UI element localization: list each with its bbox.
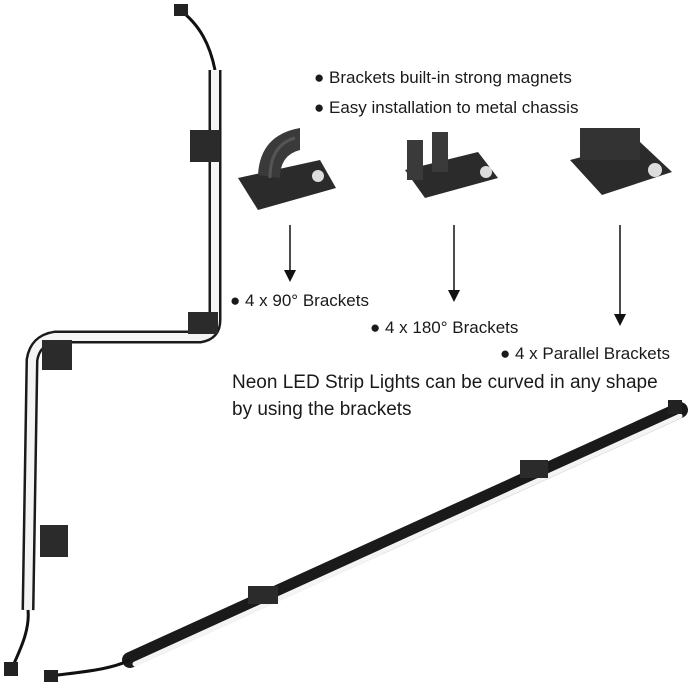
bracket-90-image <box>238 128 336 282</box>
label-90-brackets: ● 4 x 90° Brackets <box>230 291 369 310</box>
label-180-brackets: ● 4 x 180° Brackets <box>370 318 519 337</box>
bracket-parallel-image <box>570 128 672 326</box>
feature-installation: ● Easy installation to metal chassis <box>314 98 579 117</box>
description-line-1: Neon LED Strip Lights can be curved in a… <box>232 372 658 393</box>
bracket-180-image <box>405 132 498 302</box>
description-line-2: by using the brackets <box>232 399 412 420</box>
feature-magnets: ● Brackets built-in strong magnets <box>314 68 572 87</box>
bent-neon-strip <box>4 4 222 676</box>
label-parallel-brackets: ● 4 x Parallel Brackets <box>500 344 670 363</box>
straight-strip-brackets <box>248 460 548 604</box>
bent-strip-brackets <box>40 130 220 557</box>
straight-neon-strip <box>44 400 688 682</box>
